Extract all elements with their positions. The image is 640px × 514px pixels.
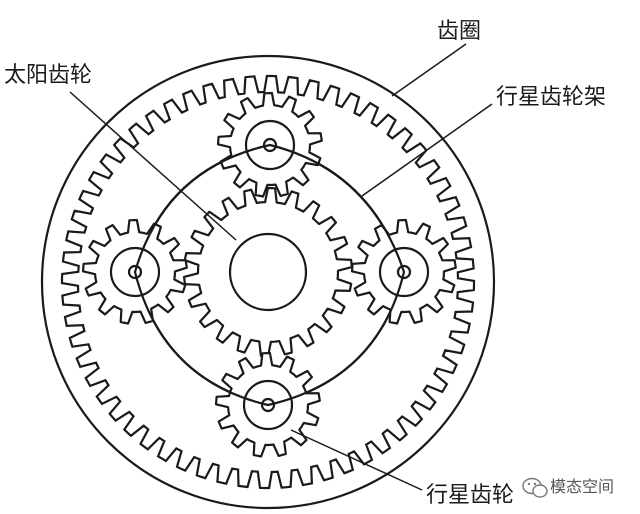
label-ring-gear: 齿圈 [437, 19, 481, 44]
leader-planet-gear [290, 429, 423, 491]
wechat-icon [522, 477, 548, 498]
leader-planet-carrier [361, 103, 493, 197]
watermark-text: 模态空间 [550, 477, 614, 496]
label-sun-gear: 太阳齿轮 [4, 63, 92, 88]
outer-housing [40, 54, 496, 510]
sun-gear-bore [228, 232, 308, 312]
label-planet-carrier: 行星齿轮架 [496, 85, 606, 110]
ring-gear [60, 74, 476, 490]
label-planet-gear: 行星齿轮 [426, 483, 514, 508]
leader-ring-gear [391, 43, 467, 97]
leader-sun-gear [69, 91, 237, 241]
sun-gear [183, 186, 353, 358]
watermark: 模态空间 [522, 477, 614, 498]
planet-carrier-arc-overlay [133, 143, 406, 407]
